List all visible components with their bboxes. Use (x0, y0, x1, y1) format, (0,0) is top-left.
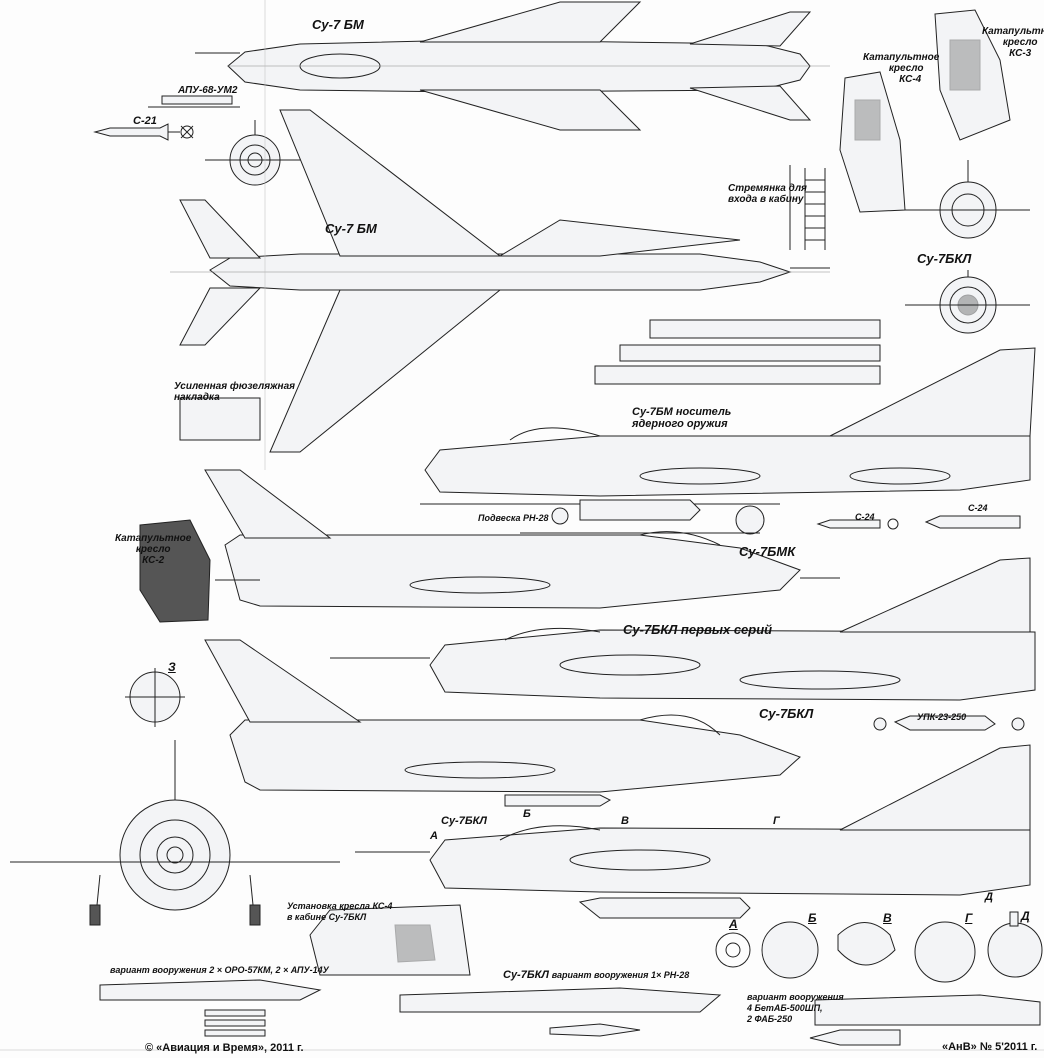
section-g-label: Г (965, 911, 973, 925)
su7bm-top-view-2 (170, 109, 830, 453)
label-s24-b: С-24 (968, 503, 988, 513)
fuselage-detail-strips (179, 319, 881, 441)
label-seat-ks2-line2: кресло (135, 544, 171, 555)
su7bmk-side-view (204, 469, 840, 609)
label-su7bm-nuclear: Су-7БМ носитель ядерного оружия (632, 406, 731, 430)
marker-a: А (430, 830, 438, 842)
apu68-pod (148, 95, 240, 108)
armament-variant-1-drawing (99, 979, 322, 1037)
label-su7bmk: Су-7БМК (739, 544, 796, 559)
marker-d: Д (985, 891, 993, 903)
marker-g: Г (773, 815, 780, 827)
label-rn28-pod: Подвеска РН-28 (478, 513, 549, 523)
label-armament-variant-3-line3: 2 ФАБ-250 (747, 1014, 793, 1024)
ladder-drawing (789, 165, 826, 250)
label-armament-variant-2-text: вариант вооружения 1× РН-28 (551, 970, 690, 980)
su7bkl-early-side-view (330, 557, 1036, 701)
label-armament-variant-2: Су-7БКЛ вариант вооружения 1× РН-28 (503, 970, 689, 981)
s21-rocket (93, 123, 194, 141)
label-ks4-install-line2: в кабине Су-7БКЛ (287, 912, 367, 922)
label-armament-variant-2-title: Су-7БКЛ (503, 969, 549, 981)
cross-sections (715, 911, 1043, 983)
section-d-label: Д (1021, 909, 1030, 923)
label-su7bkl-early: Су-7БКЛ первых серий (623, 622, 773, 637)
armament-variant-2-drawing (399, 987, 722, 1037)
section-v-label: В (883, 911, 892, 925)
label-armament-variant-1: вариант вооружения 2 × ОРО-57КМ, 2 × АПУ… (110, 965, 329, 975)
label-ks4-install: Установка кресла КС-4 в кабине Су-7БКЛ (287, 901, 392, 923)
label-reinforced-line2: накладка (174, 392, 220, 403)
section-z (125, 668, 185, 727)
front-view-3 (905, 270, 1030, 334)
label-nuclear-line1: Су-7БМ носитель (632, 406, 732, 418)
seat-ks2-drawing (139, 519, 211, 623)
armament-variant-3-drawing (809, 994, 1041, 1046)
label-ladder: Стремянка для входа в кабину (728, 183, 807, 205)
label-seat-ks3-line1: Катапультное (982, 26, 1044, 37)
front-view-2 (905, 160, 1030, 239)
label-su7bm-top-2: Су-7 БМ (325, 221, 377, 236)
label-section-z: З (168, 660, 176, 674)
label-su7bkl: Су-7БКЛ (759, 706, 814, 721)
su7bm-nuclear-side-view (420, 347, 1036, 535)
marker-v: В (621, 815, 629, 827)
label-seat-ks2-line1: Катапультное (115, 533, 192, 544)
s24-rockets (816, 515, 1021, 530)
su7bkl-side-view (204, 639, 801, 807)
marker-b: Б (523, 808, 531, 820)
label-su7bm-top-1: Су-7 БМ (312, 17, 364, 32)
label-apu68: АПУ-68-УМ2 (178, 85, 238, 96)
label-armament-variant-3: вариант вооружения 4 БетАБ-500ШП, 2 ФАБ-… (747, 992, 844, 1025)
label-nuclear-line2: ядерного оружия (632, 418, 728, 430)
label-seat-ks3-line2: кресло (1002, 37, 1038, 48)
label-seat-ks4-line1: Катапультное (863, 52, 940, 63)
label-su7bkl-front: Су-7БКЛ (917, 251, 972, 266)
label-reinforced-line1: Усиленная фюзеляжная (174, 381, 296, 392)
ks4-cockpit-install (309, 904, 471, 976)
seat-ks3-drawing (934, 9, 1011, 141)
section-b-label: Б (808, 911, 817, 925)
section-a-label: А (729, 917, 738, 931)
label-seat-ks2: Катапультное кресло КС-2 (115, 533, 191, 566)
label-upk23: УПК-23-250 (917, 712, 967, 722)
label-ladder-line1: Стремянка для (728, 183, 807, 194)
label-armament-variant-3-line2: 4 БетАБ-500ШП, (747, 1003, 823, 1013)
label-s24-a: С-24 (855, 512, 875, 522)
front-view-1 (205, 120, 305, 186)
su7bkl-sections-side-view (355, 744, 1031, 919)
label-ks4-install-line1: Установка кресла КС-4 (287, 901, 393, 911)
label-seat-ks3-line3: КС-3 (1009, 48, 1032, 59)
seat-ks4-drawing (839, 71, 906, 213)
label-seat-ks2-line3: КС-2 (142, 555, 165, 566)
upk23-pod (873, 715, 1025, 731)
label-seat-ks3: Катапультное кресло КС-3 (982, 26, 1044, 59)
label-reinforced-plate: Усиленная фюзеляжная накладка (174, 381, 295, 403)
copyright-notice: © «Авиация и Время», 2011 г. (145, 1042, 304, 1054)
label-s21: С-21 (133, 115, 157, 127)
label-su7bkl-sections: Су-7БКЛ (441, 815, 487, 827)
label-seat-ks4: Катапультное кресло КС-4 (863, 52, 939, 85)
front-view-large (10, 740, 340, 926)
issue-number: «АнВ» № 5'2011 г. (942, 1041, 1038, 1053)
label-armament-variant-3-line1: вариант вооружения (747, 992, 844, 1002)
label-seat-ks4-line3: КС-4 (899, 74, 922, 85)
label-seat-ks4-line2: кресло (888, 63, 924, 74)
su7bm-top-view-1 (195, 1, 830, 131)
label-ladder-line2: входа в кабину (728, 194, 804, 205)
